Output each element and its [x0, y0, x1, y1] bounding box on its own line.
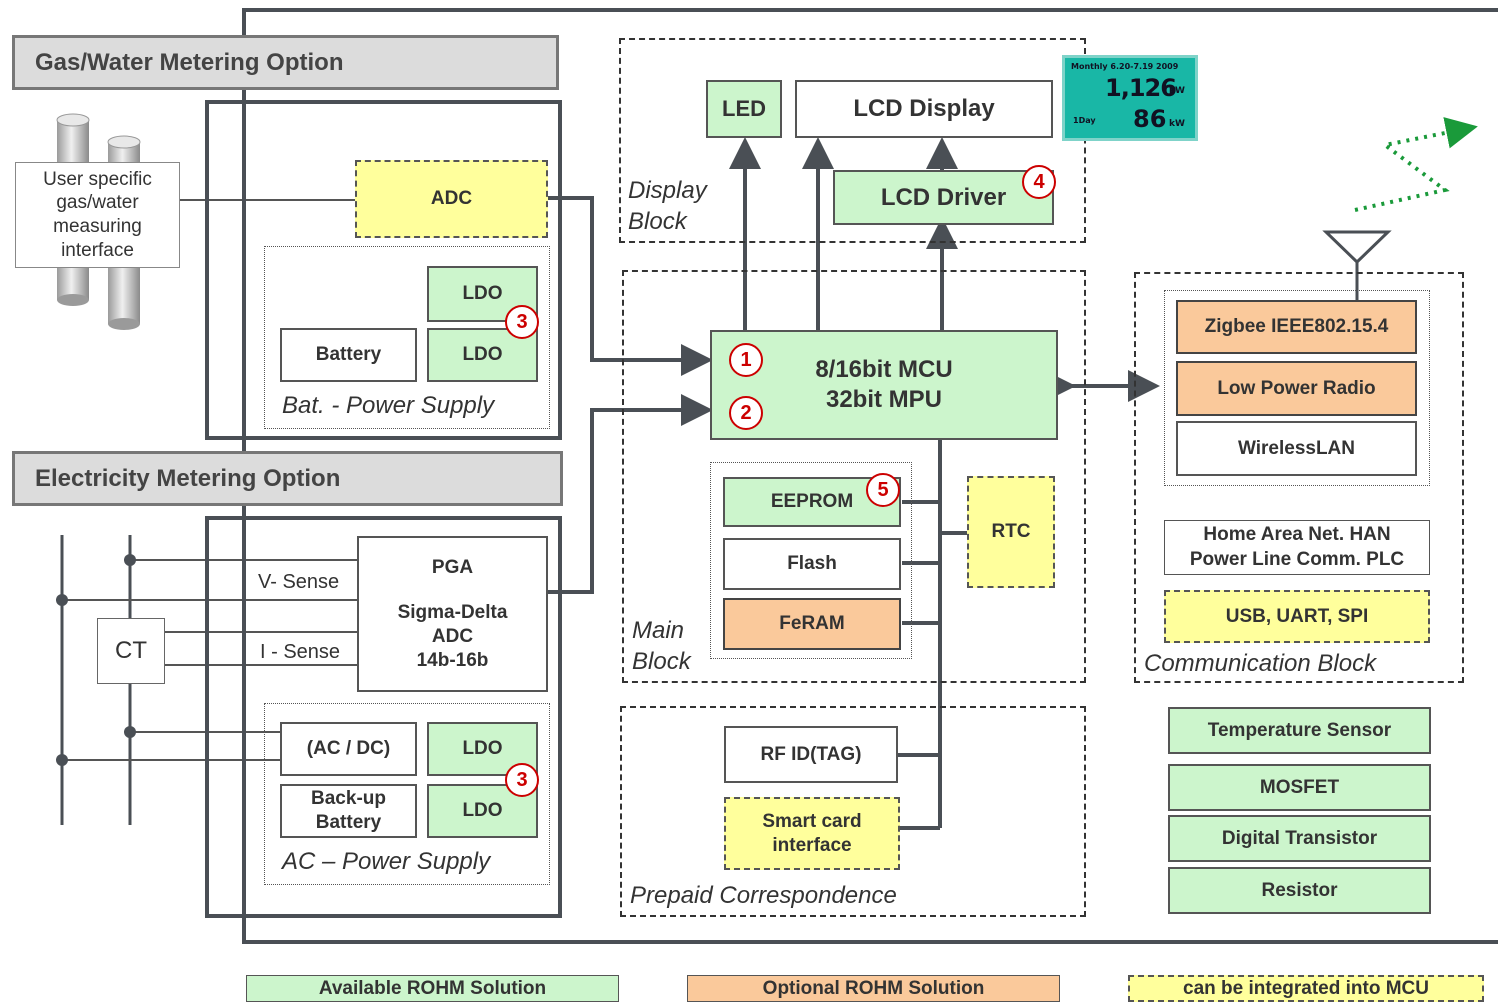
usb-uart-spi-box: USB, UART, SPI [1164, 590, 1430, 643]
lcd-screen-value2: 86 [1133, 105, 1167, 133]
communication-block [1134, 272, 1464, 683]
smart-card-box: Smart card interface [724, 797, 900, 870]
feram-box: FeRAM [723, 598, 901, 650]
gas-water-interface: User specific gas/water measuring interf… [15, 162, 180, 268]
pga-label: PGA [431, 556, 474, 578]
lcd-driver-box: LCD Driver [833, 170, 1054, 225]
display-block-label-line1: Display [628, 177, 707, 204]
legend-integrated: can be integrated into MCU [1128, 975, 1484, 1002]
plc-label: Power Line Comm. PLC [1189, 548, 1405, 570]
lcd-screen-unit1: kW [1169, 86, 1185, 96]
main-block-label: Main Block [632, 615, 691, 677]
mosfet-box: MOSFET [1168, 764, 1431, 811]
main-block [622, 270, 1086, 683]
lcd-screen-value1: 1,126 [1105, 74, 1177, 102]
wireless-signal-icon [1354, 117, 1478, 212]
resolution-label: 14b-16b [416, 649, 489, 671]
low-power-radio-box: Low Power Radio [1176, 361, 1417, 416]
antenna-icon [1322, 230, 1392, 300]
zigbee-box: Zigbee IEEE802.15.4 [1176, 300, 1417, 354]
pga-adc-box: PGA Sigma-Delta ADC 14b-16b [357, 536, 548, 692]
power-lines [56, 535, 357, 825]
marker-5: 5 [866, 473, 900, 507]
main-block-label-line2: Block [632, 648, 691, 676]
resistor-box: Resistor [1168, 867, 1431, 914]
backup-battery-box: Back-up Battery [280, 784, 417, 838]
marker-4: 4 [1022, 165, 1056, 199]
han-label: Home Area Net. HAN [1203, 523, 1391, 545]
mpu-label: 32bit MPU [825, 386, 942, 413]
mcu-box: 8/16bit MCU 32bit MPU [710, 330, 1058, 440]
flash-box: Flash [723, 538, 901, 590]
main-block-label-line1: Main [632, 617, 685, 644]
electricity-header: Electricity Metering Option [12, 451, 563, 506]
bat-power-supply-block [264, 246, 550, 429]
v-sense-label: V- Sense [258, 571, 340, 593]
ldo-box: LDO [427, 328, 538, 382]
ac-dc-box: (AC / DC) [280, 722, 417, 776]
rtc-box: RTC [967, 476, 1055, 588]
legend-optional: Optional ROHM Solution [687, 975, 1060, 1002]
adc-label: ADC [431, 626, 474, 647]
han-plc-box: Home Area Net. HAN Power Line Comm. PLC [1164, 520, 1430, 575]
ac-power-supply-label: AC – Power Supply [282, 848, 491, 875]
lcd-display-box: LCD Display [795, 80, 1053, 138]
digital-transistor-box: Digital Transistor [1168, 815, 1431, 862]
ldo-box: LDO [427, 722, 538, 776]
lcd-screen-header: Monthly 6.20-7.19 2009 [1071, 62, 1179, 71]
wireless-lan-box: WirelessLAN [1176, 421, 1417, 476]
ac-power-supply-block [264, 703, 550, 885]
prepaid-label: Prepaid Correspondence [630, 882, 897, 909]
lcd-screen-day-label: 1Day [1073, 116, 1096, 125]
display-block-label-line2: Block [628, 208, 687, 236]
bat-power-supply-label: Bat. - Power Supply [282, 392, 495, 419]
gas-water-header: Gas/Water Metering Option [12, 35, 559, 90]
ct-box: CT [97, 618, 165, 684]
adc-box: ADC [355, 160, 548, 238]
gas-option-frame [205, 100, 562, 440]
marker-2: 2 [729, 396, 763, 430]
battery-box: Battery [280, 328, 417, 382]
memory-group [710, 462, 912, 659]
led-box: LED [706, 80, 782, 138]
lcd-screen-image: Monthly 6.20-7.19 2009 1,126 kW 1Day 86 … [1062, 55, 1198, 141]
lcd-screen-unit2: kW [1169, 119, 1185, 129]
rfid-box: RF ID(TAG) [724, 726, 898, 783]
marker-3: 3 [505, 763, 539, 797]
marker-1: 1 [729, 343, 763, 377]
wireless-group [1164, 290, 1430, 486]
communication-block-label: Communication Block [1144, 650, 1377, 677]
legend-available: Available ROHM Solution [246, 975, 619, 1002]
i-sense-label: I - Sense [260, 641, 341, 663]
mcu-label: 8/16bit MCU [815, 355, 953, 383]
electricity-option-frame [205, 516, 562, 918]
sigma-delta-label: Sigma-Delta [397, 602, 508, 624]
temperature-sensor-box: Temperature Sensor [1168, 707, 1431, 754]
prepaid-block [620, 706, 1086, 917]
display-block-label: Display Block [628, 175, 707, 237]
marker-3: 3 [505, 305, 539, 339]
